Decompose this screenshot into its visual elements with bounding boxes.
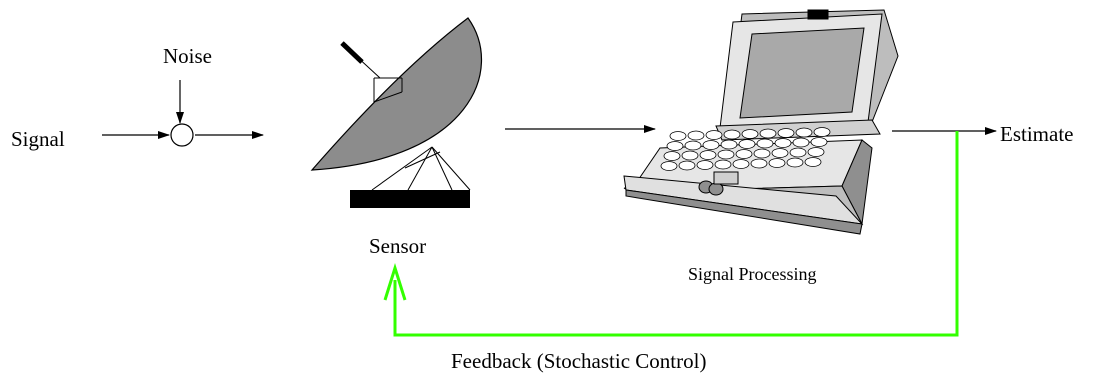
keyboard-key	[786, 157, 804, 168]
keyboard-key	[714, 159, 732, 170]
keyboard-key	[687, 130, 705, 141]
noise-label: Noise	[163, 44, 212, 68]
keyboard-key	[759, 128, 777, 139]
keyboard-key	[681, 150, 699, 161]
signal-processing-label: Signal Processing	[688, 264, 817, 284]
keyboard-key	[804, 157, 822, 167]
keyboard-key	[699, 150, 717, 160]
keyboard-key	[696, 160, 714, 170]
keyboard-key	[660, 161, 678, 171]
keyboard-key	[666, 141, 684, 151]
keyboard-key	[768, 158, 786, 168]
feedback-arrowhead	[383, 262, 407, 301]
feedback-label: Feedback (Stochastic Control)	[451, 349, 707, 373]
keyboard-key	[735, 149, 753, 159]
keyboard-key	[705, 130, 723, 140]
keyboard-key	[738, 139, 756, 149]
keyboard-key	[807, 147, 825, 157]
keyboard-key	[663, 151, 681, 161]
keyboard-key	[795, 127, 813, 138]
keyboard-key	[756, 138, 774, 149]
keyboard-key	[753, 148, 771, 159]
keyboard-key	[813, 127, 831, 137]
keyboard-key	[774, 138, 792, 148]
keyboard-key	[669, 131, 687, 141]
keyboard-key	[702, 140, 720, 150]
signal-label: Signal	[11, 127, 65, 151]
keyboard-key	[684, 140, 702, 151]
keyboard-key	[741, 129, 759, 139]
keyboard-key	[720, 139, 738, 150]
keyboard-key	[678, 160, 696, 171]
sensor-label: Sensor	[369, 234, 427, 258]
keyboard-key	[723, 129, 741, 140]
estimate-label: Estimate	[1000, 122, 1074, 146]
keyboard-key	[732, 159, 750, 169]
keyboard-key	[717, 149, 735, 160]
keyboard-key	[810, 137, 828, 147]
laptop-keyboard	[660, 127, 831, 171]
keyboard-key	[789, 147, 807, 158]
keyboard-key	[750, 158, 768, 169]
laptop-computer-icon	[623, 9, 899, 235]
satellite-dish-icon	[310, 17, 483, 208]
feedback-line	[393, 131, 959, 337]
keyboard-key	[771, 148, 789, 158]
summing-junction	[170, 123, 194, 147]
keyboard-key	[777, 128, 795, 138]
keyboard-key	[792, 137, 810, 148]
